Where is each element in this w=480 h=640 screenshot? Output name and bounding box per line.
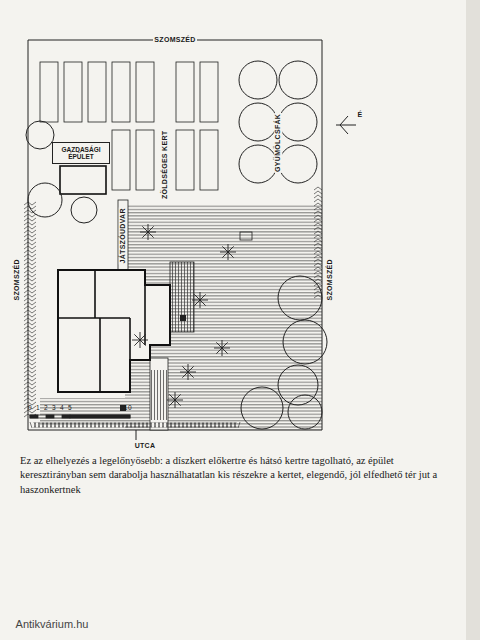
scale-number: 4 bbox=[59, 404, 65, 411]
scale-number: 0 bbox=[27, 404, 33, 411]
building-label-box: GAZDASÁGI ÉPÜLET bbox=[52, 142, 110, 164]
neighbour-label: SZOMSZÉD bbox=[13, 258, 21, 301]
watermark: Antikvárium.hu bbox=[15, 618, 90, 630]
street-label: UTCA bbox=[134, 442, 157, 450]
north-label: É bbox=[357, 111, 364, 119]
area-label: GYÜMÖLCSFÁK bbox=[274, 113, 282, 173]
scale-number: 1 bbox=[35, 404, 41, 411]
scale-number: 5 bbox=[67, 404, 73, 411]
area-label: JÁTSZÓUDVAR bbox=[119, 207, 127, 264]
neighbour-label: SZOMSZÉD bbox=[326, 258, 334, 301]
scale-number: 3 bbox=[51, 404, 57, 411]
scale-number: 10 bbox=[123, 404, 133, 411]
scale-number: 2 bbox=[43, 404, 49, 411]
building-label: GAZDASÁGI ÉPÜLET bbox=[53, 146, 109, 161]
neighbour-label: SZOMSZÉD bbox=[153, 36, 196, 44]
figure-caption: Ez az elhelyezés a legelőnyösebb: a dísz… bbox=[20, 454, 460, 497]
area-label: ZÖLDSÉGES KERT bbox=[161, 130, 169, 200]
